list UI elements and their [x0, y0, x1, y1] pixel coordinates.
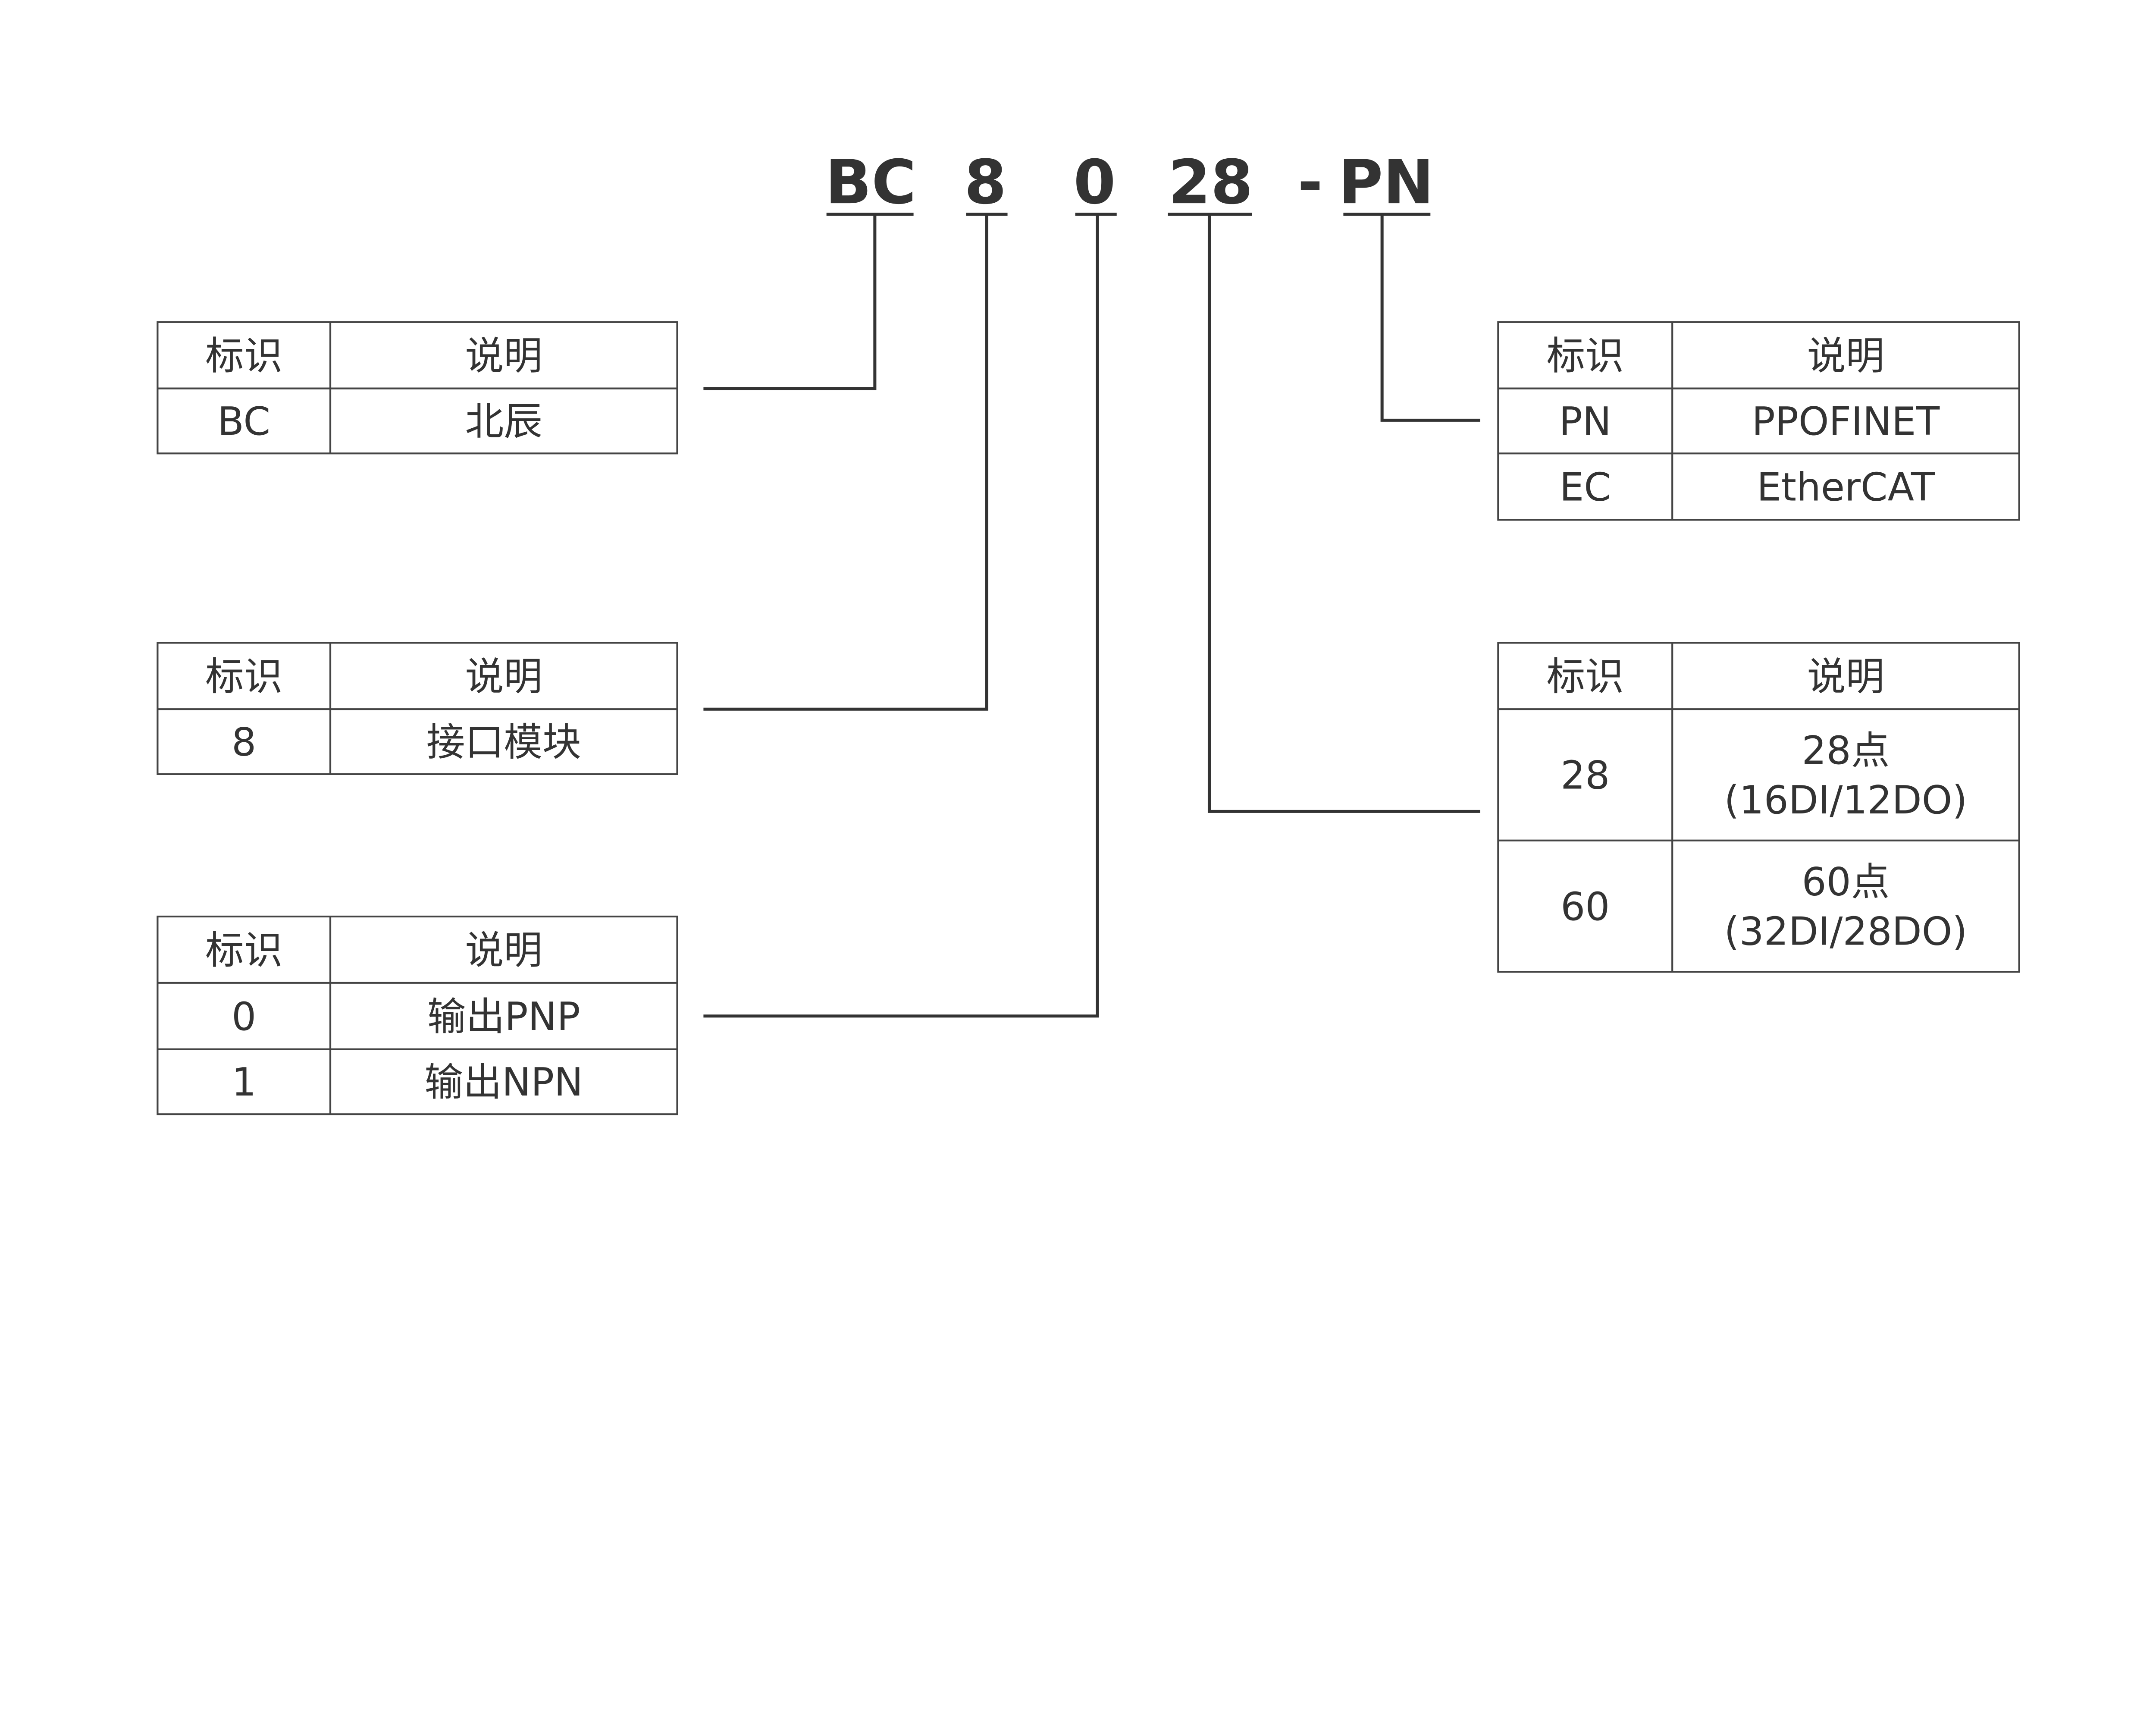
code-segment-output: 0 — [1073, 147, 1116, 218]
table-border — [1497, 642, 2020, 973]
code-segment-points: 28 — [1169, 147, 1253, 218]
header-description: 说明 — [465, 334, 542, 379]
code-segment-brand: BC — [825, 147, 916, 218]
header-description: 说明 — [1807, 654, 1884, 699]
connector-protocol — [1380, 214, 1480, 422]
cell-code: 60 — [1561, 885, 1610, 929]
model-code: BC 8 0 28 - PN — [825, 147, 1434, 218]
connector-points — [1207, 214, 1480, 813]
cell-code: EC — [1560, 465, 1611, 510]
cell-code: 8 — [232, 720, 256, 765]
cell-description: EtherCAT — [1757, 465, 1935, 510]
table-bc: 标识 说明 BC 北辰 — [157, 321, 678, 455]
code-separator: - — [1297, 147, 1323, 218]
cell-code: 28 — [1561, 753, 1610, 798]
connector-output — [703, 214, 1099, 1018]
header-description: 说明 — [1807, 334, 1884, 379]
cell-code: PN — [1559, 399, 1611, 444]
cell-description: 接口模块 — [426, 720, 581, 765]
code-segment-protocol: PN — [1338, 147, 1434, 218]
cell-code: 0 — [232, 995, 256, 1039]
table-module: 标识 说明 8 接口模块 — [157, 642, 678, 775]
cell-description: 输出NPN — [424, 1060, 583, 1105]
cell-code: 1 — [232, 1060, 256, 1105]
header-description: 说明 — [465, 928, 542, 973]
table-border — [1497, 321, 2020, 521]
header-code: 标识 — [205, 654, 282, 699]
cell-description: 60点 (32DI/28DO) — [1724, 860, 1967, 954]
cell-line: (32DI/28DO) — [1724, 910, 1967, 954]
header-description: 说明 — [465, 654, 542, 699]
header-code: 标识 — [1547, 654, 1624, 699]
cell-code: BC — [217, 399, 270, 444]
table-points: 标识 说明 28 28点 (16DI/12DO) 60 60点 (32DI/28DO) — [1497, 642, 2020, 973]
table-border — [157, 915, 678, 1115]
cell-line: 28点 — [1802, 728, 1890, 773]
header-code: 标识 — [205, 928, 282, 973]
cell-description: 北辰 — [465, 399, 542, 444]
cell-description: PPOFINET — [1752, 399, 1940, 444]
cell-line: (16DI/12DO) — [1724, 778, 1967, 823]
code-segment-type: 8 — [964, 147, 1006, 218]
cell-description: 28点 (16DI/12DO) — [1724, 728, 1967, 823]
table-protocol: 标识 说明 PN PPOFINET EC EtherCAT — [1497, 321, 2020, 521]
header-code: 标识 — [205, 334, 282, 379]
connectors — [703, 214, 1480, 1018]
table-output: 标识 说明 0 输出PNP 1 输出NPN — [157, 915, 678, 1115]
cell-description: 输出PNP — [427, 995, 580, 1039]
connector-type — [703, 214, 988, 711]
connector-brand — [703, 214, 877, 390]
header-code: 标识 — [1547, 334, 1624, 379]
cell-line: 60点 — [1802, 860, 1890, 904]
